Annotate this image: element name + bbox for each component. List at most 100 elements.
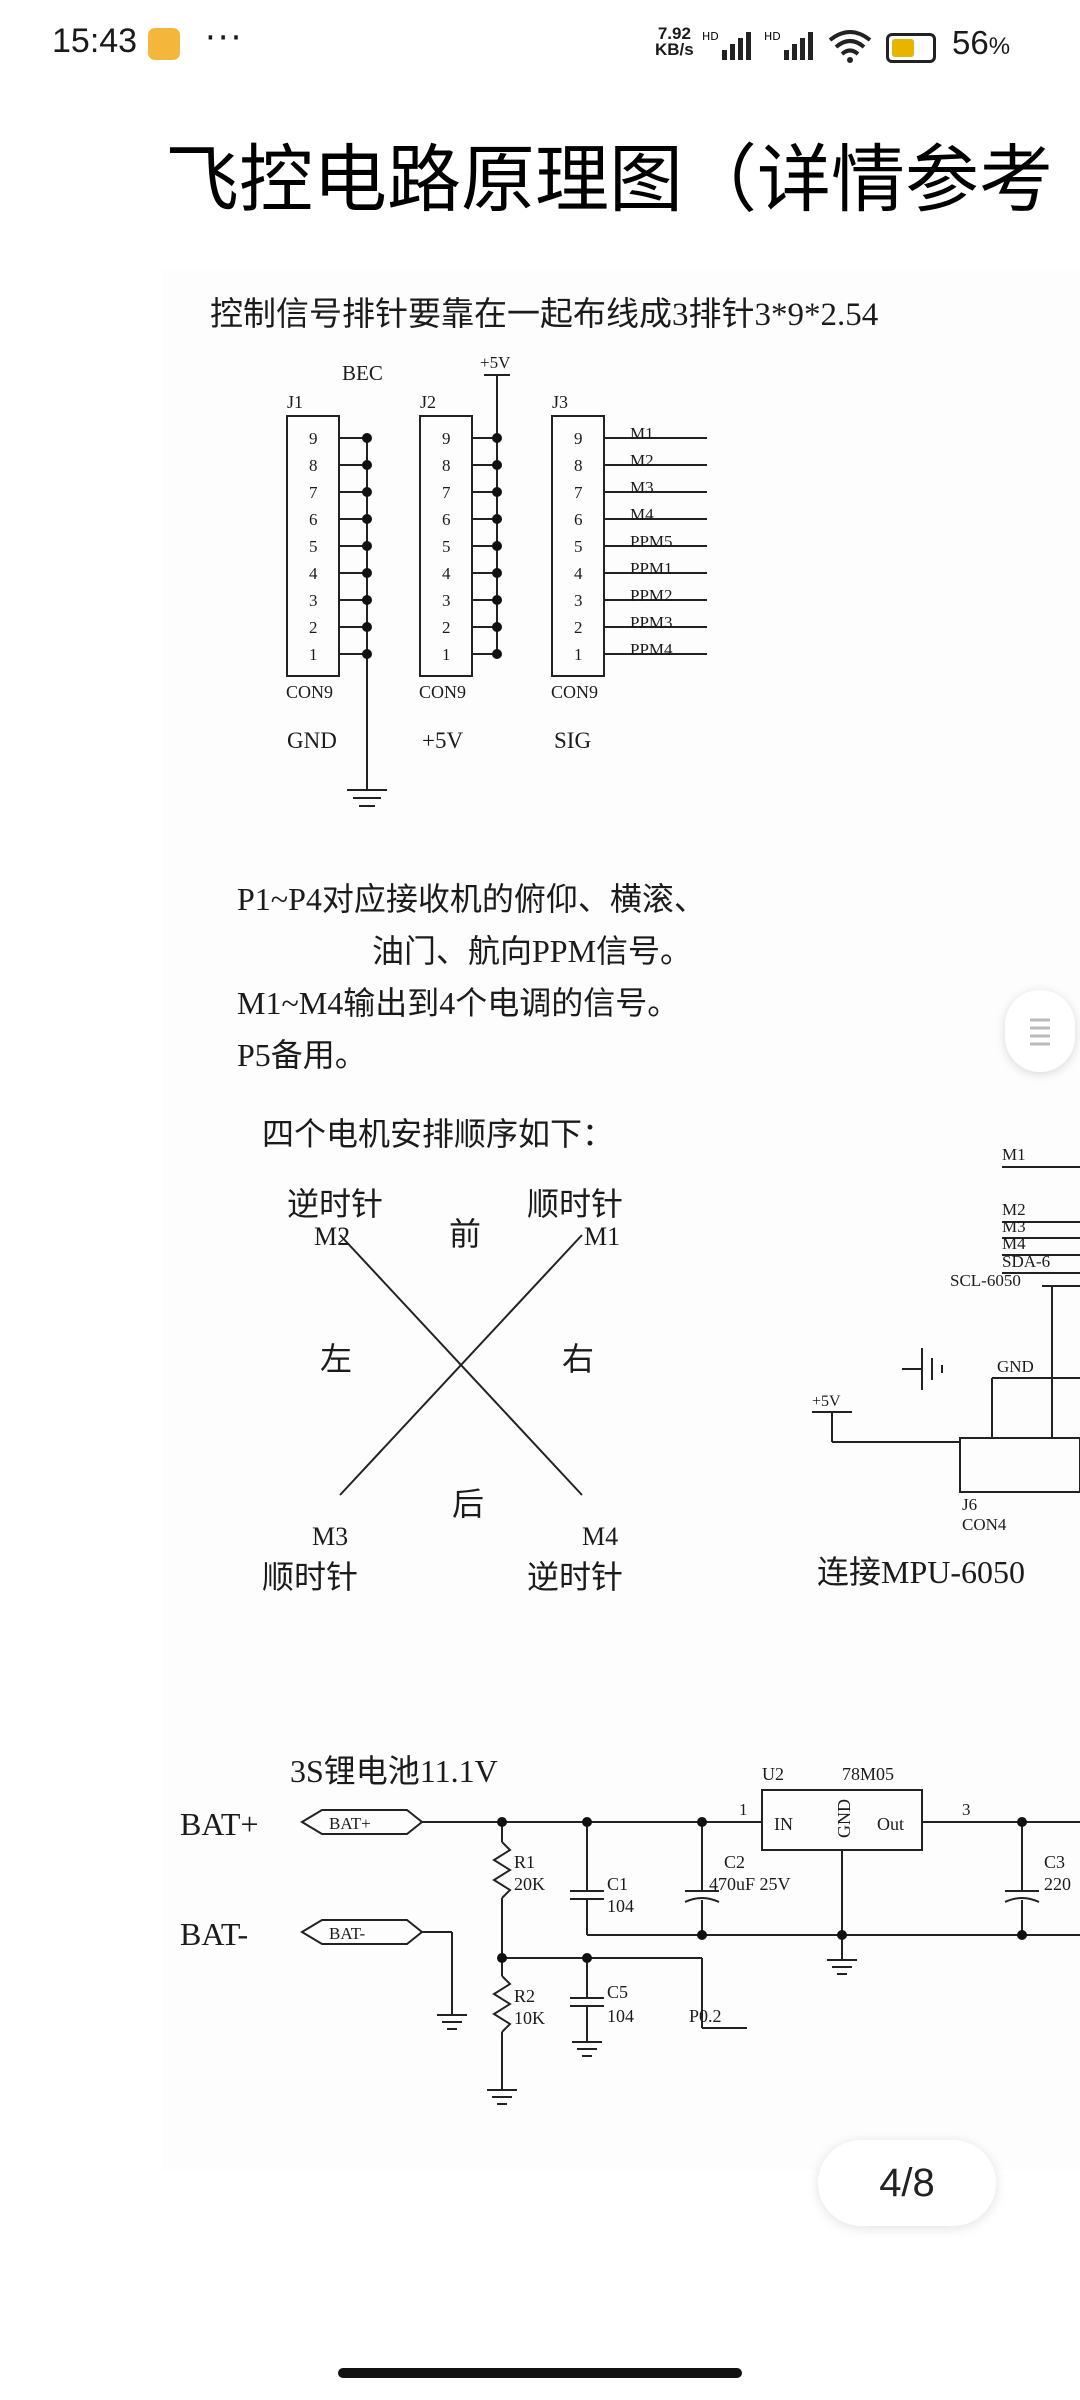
pin-number-2-4: 4 <box>442 564 451 583</box>
pin-junction-2-8 <box>492 460 502 470</box>
pin-number-1-3: 3 <box>309 591 318 610</box>
pin-number-2-8: 8 <box>442 456 451 475</box>
connector-j3-ref: J3 <box>552 392 568 412</box>
signal-label-PPM4: PPM4 <box>630 640 673 659</box>
signal-label-M3: M3 <box>630 478 654 497</box>
c3-ref: C3 <box>1044 1852 1065 1872</box>
pin-number-1-8: 8 <box>309 456 318 475</box>
note-line-2: 油门、航向PPM信号。 <box>372 933 692 969</box>
pin-number-1-7: 7 <box>309 483 318 502</box>
pin-junction-1-7 <box>362 487 372 497</box>
pin-junction-2-1 <box>492 649 502 659</box>
motor-m2-direction: 逆时针 <box>287 1186 383 1222</box>
bat-plus-port: BAT+ <box>329 1814 371 1833</box>
motor-m4-label: M4 <box>582 1522 618 1551</box>
note-line-3: M1~M4输出到4个电调的信号。 <box>237 985 679 1021</box>
pin-number-2-3: 3 <box>442 591 451 610</box>
pin-number-3-4: 4 <box>574 564 583 583</box>
r2-value: 10K <box>514 2008 545 2028</box>
connector-j2-type: CON9 <box>419 682 466 702</box>
motor-m1-direction: 顺时针 <box>527 1186 623 1222</box>
signal-label-M4: M4 <box>630 505 654 524</box>
signal-1-icon: HD <box>702 30 751 60</box>
note-line-4: P5备用。 <box>237 1037 367 1073</box>
hd-1-label: HD <box>702 30 719 43</box>
regulator-out: Out <box>877 1814 904 1834</box>
bat-plus-label: BAT+ <box>180 1806 259 1842</box>
pin-junction-1-4 <box>362 568 372 578</box>
pin-junction-2-3 <box>492 595 502 605</box>
home-gesture-bar[interactable] <box>338 2368 742 2378</box>
pin-junction-1-8 <box>362 460 372 470</box>
c1-value: 104 <box>607 1896 634 1916</box>
battery-percent: 56% <box>952 24 1011 61</box>
pin-junction-1-5 <box>362 541 372 551</box>
network-speed-unit: KB/s <box>655 40 694 59</box>
signal-label-M2: M2 <box>630 451 654 470</box>
pin-number-2-5: 5 <box>442 537 451 556</box>
mpu-m3: M3 <box>1002 1217 1026 1236</box>
regulator-gnd: GND <box>834 1799 854 1838</box>
connector-j1-ref: J1 <box>287 392 303 412</box>
mpu-j6: J6 <box>962 1495 977 1514</box>
signal-2-icon: HD <box>764 30 813 60</box>
document-page[interactable]: 控制信号排针要靠在一起布线成3排针3*9*2.54 BEC +5V J1 J2 … <box>162 270 1080 2170</box>
plus5v-top-label: +5V <box>480 353 511 372</box>
regulator-pin3: 3 <box>962 1800 971 1819</box>
pin-number-2-1: 1 <box>442 645 451 664</box>
pin-junction-1-3 <box>362 595 372 605</box>
c5-value: 104 <box>607 2006 634 2026</box>
network-speed: 7.92 KB/s <box>655 24 694 59</box>
mpu-scl: SCL-6050 <box>950 1271 1021 1290</box>
pin-junction-2-7 <box>492 487 502 497</box>
regulator-pin1: 1 <box>739 1800 748 1819</box>
motor-heading: 四个电机安排顺序如下： <box>262 1116 614 1152</box>
c1-ref: C1 <box>607 1874 628 1894</box>
bat-minus-port: BAT- <box>329 1924 366 1943</box>
pin-number-3-6: 6 <box>574 510 583 529</box>
connector-j1-type: CON9 <box>286 682 333 702</box>
wifi-icon <box>828 30 872 63</box>
pin-number-2-9: 9 <box>442 429 451 448</box>
c2-ref: C2 <box>724 1852 745 1872</box>
network-speed-value: 7.92 <box>657 24 691 43</box>
connector-j1-net: GND <box>287 728 337 753</box>
c5-ref: C5 <box>607 1982 628 2002</box>
connector-j3-net: SIG <box>554 728 591 753</box>
battery-label: 3S锂电池11.1V <box>290 1753 498 1789</box>
pin-number-2-2: 2 <box>442 618 451 637</box>
pin-number-1-1: 1 <box>309 645 318 664</box>
signal-label-PPM2: PPM2 <box>630 586 673 605</box>
pin-number-3-5: 5 <box>574 537 583 556</box>
pin-junction-1-2 <box>362 622 372 632</box>
mpu-m1: M1 <box>1002 1145 1026 1164</box>
bat-minus-label: BAT- <box>180 1916 248 1952</box>
fast-scroll-handle[interactable] <box>1005 990 1075 1072</box>
more-notifications-icon: ··· <box>205 18 244 58</box>
status-time: 15:43 <box>52 22 138 60</box>
pin-number-1-4: 4 <box>309 564 318 583</box>
schematic-header-note: 控制信号排针要靠在一起布线成3排针3*9*2.54 <box>210 296 878 333</box>
drag-handle-icon <box>1030 1018 1050 1046</box>
notification-app-icon <box>148 28 180 60</box>
pin-number-3-8: 8 <box>574 456 583 475</box>
mpu-sda: SDA-6 <box>1002 1252 1050 1271</box>
mpu-caption: 连接MPU-6050 <box>817 1554 1025 1590</box>
mpu-plus5v: +5V <box>812 1393 841 1410</box>
pin-junction-1-6 <box>362 514 372 524</box>
c2-value: 470uF 25V <box>709 1874 791 1894</box>
pin-junction-2-5 <box>492 541 502 551</box>
schematic-image: 控制信号排针要靠在一起布线成3排针3*9*2.54 BEC +5V J1 J2 … <box>180 296 1080 2105</box>
motor-m3-direction: 顺时针 <box>262 1559 358 1595</box>
motor-front-label: 前 <box>449 1216 481 1252</box>
pin-number-3-3: 3 <box>574 591 583 610</box>
c3-value: 220 <box>1044 1874 1071 1894</box>
note-line-1: P1~P4对应接收机的俯仰、横滚、 <box>237 881 706 917</box>
pin-junction-1-1 <box>362 649 372 659</box>
motor-right-label: 右 <box>562 1341 594 1377</box>
pin-number-1-5: 5 <box>309 537 318 556</box>
motor-m3-label: M3 <box>312 1522 348 1551</box>
regulator-part: 78M05 <box>842 1764 894 1784</box>
signal-label-PPM5: PPM5 <box>630 532 673 551</box>
motor-m1-label: M1 <box>584 1222 620 1251</box>
